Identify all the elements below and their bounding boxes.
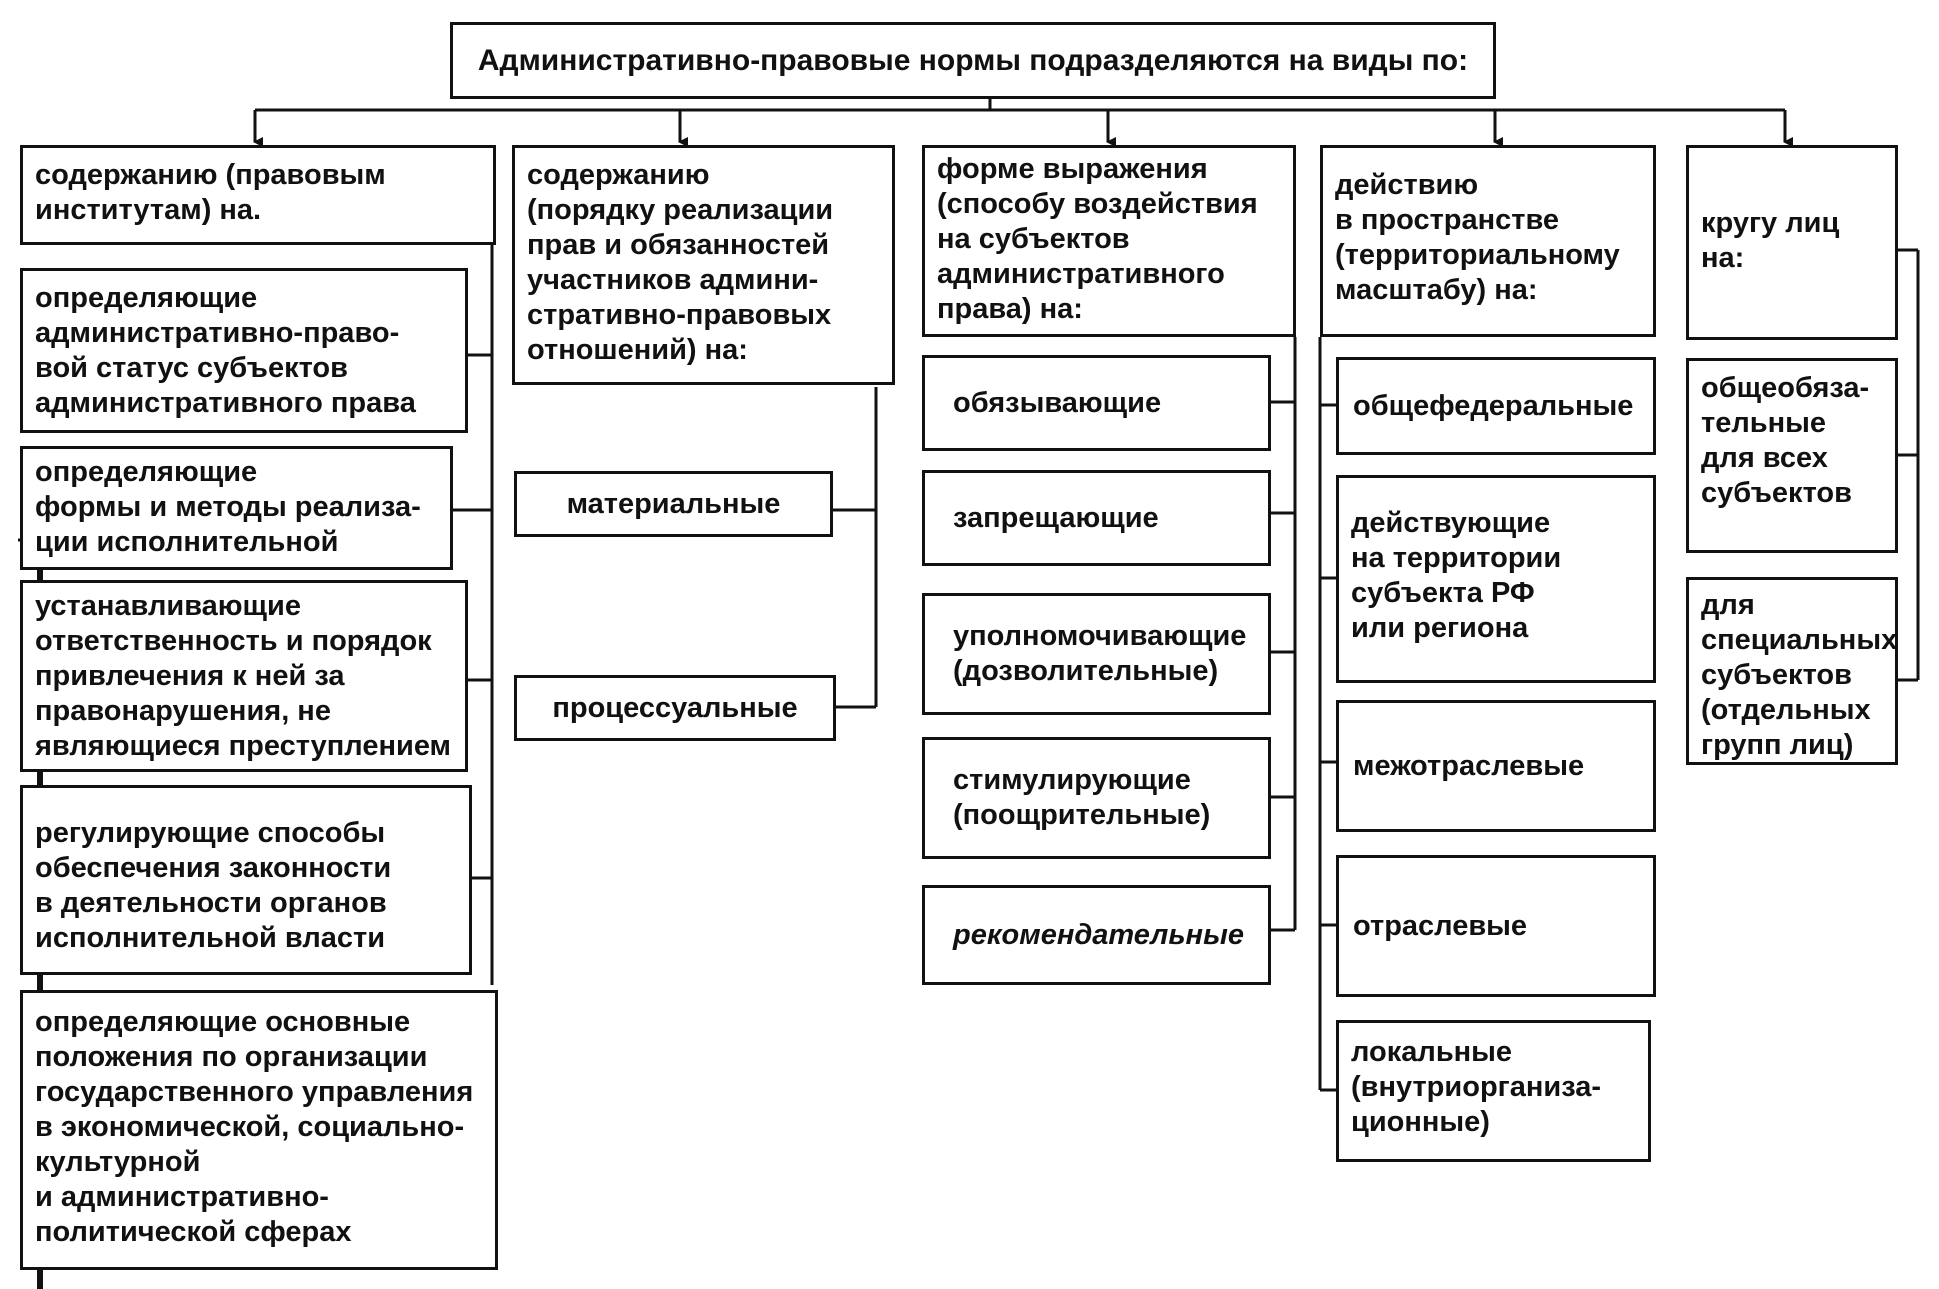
col4-item-4: отраслевые (1336, 855, 1656, 997)
col1-item-3: устанавливающие ответственность и порядо… (20, 580, 468, 772)
col4-item-2: действующие на территории субъекта РФ ил… (1336, 475, 1656, 683)
col1-header: содержанию (правовым институтам) на. (20, 145, 496, 245)
col1-item-4: регулирующие способы обеспечения законно… (20, 785, 472, 975)
col1-item-5: определяющие основные положения по орган… (20, 990, 498, 1270)
col2-header: содержанию (порядку реализации прав и об… (512, 145, 895, 385)
col3-item-5: рекомендательные (922, 885, 1271, 985)
col2-item-2: процессуальные (514, 675, 836, 741)
col1-item-2: определяющие формы и методы реализа- ции… (20, 446, 453, 570)
col3-item-4: стимулирующие (поощрительные) (922, 737, 1271, 859)
col5-item-2: для специальных субъектов (отдельных гру… (1686, 577, 1898, 765)
col4-item-1: общефедеральные (1336, 357, 1656, 455)
col4-item-5: локальные (внутриорганиза- ционные) (1336, 1020, 1651, 1162)
col5-header: кругу лиц на: (1686, 145, 1898, 340)
col2-item-1: материальные (514, 471, 833, 537)
col1-item-1: определяющие административно-право- вой … (20, 268, 468, 433)
col5-item-1: общеобяза- тельные для всех субъектов (1686, 358, 1898, 553)
col3-item-3: уполномочивающие (дозволительные) (922, 593, 1271, 715)
col4-header: действию в пространстве (территориальном… (1320, 145, 1656, 337)
col3-header: форме выражения (способу воздействия на … (922, 145, 1296, 337)
col3-item-2: запрещающие (922, 470, 1271, 566)
col4-item-3: межотраслевые (1336, 700, 1656, 832)
root-box: Административно-правовые нормы подраздел… (450, 22, 1496, 99)
col3-item-1: обязывающие (922, 355, 1271, 451)
